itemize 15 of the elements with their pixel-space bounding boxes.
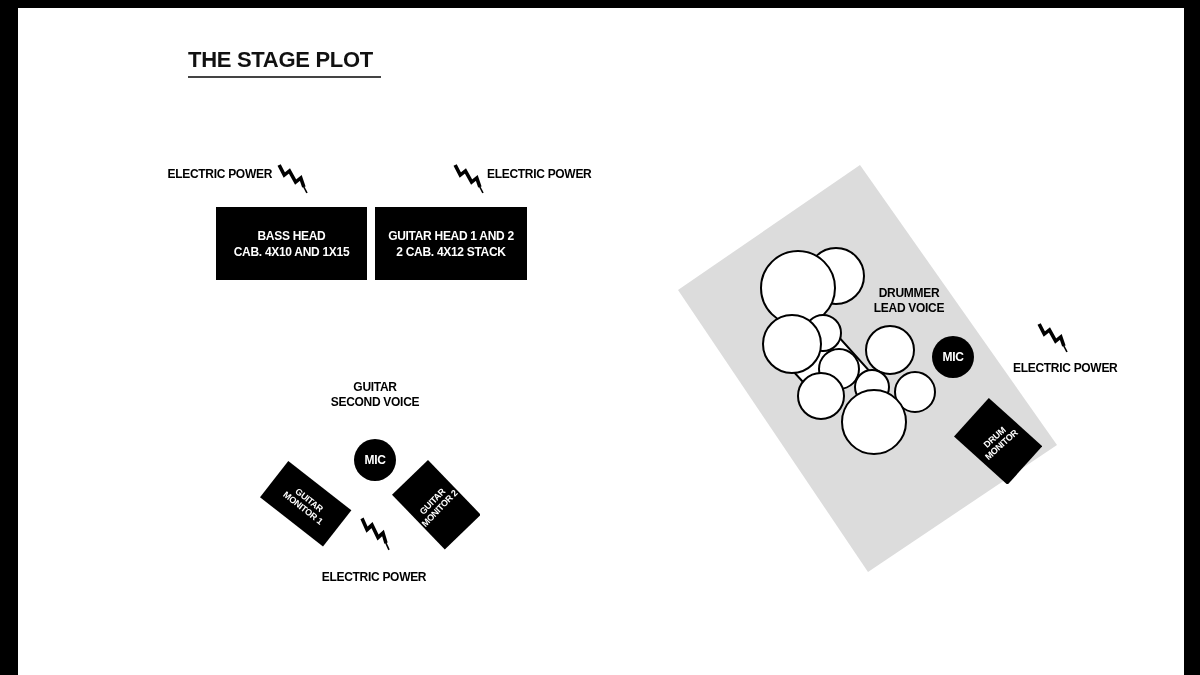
vocal-label: GUITAR SECOND VOICE <box>329 380 421 410</box>
amp-block <box>216 207 367 280</box>
amp-label: GUITAR HEAD 1 AND 2 <box>388 227 514 244</box>
mic-label: MIC <box>364 453 386 467</box>
plot-title: THE STAGE PLOT <box>188 47 381 78</box>
amp-block <box>375 207 527 280</box>
power-label: ELECTRIC POWER <box>321 570 427 584</box>
mic-label: MIC <box>942 350 964 364</box>
vocal-label: DRUMMER LEAD VOICE <box>872 286 946 316</box>
power-label: ELECTRIC POWER <box>487 167 592 181</box>
amp-label: CAB. 4X10 AND 1X15 <box>233 243 350 260</box>
amp-label: 2 CAB. 4X12 STACK <box>396 243 506 260</box>
power-label: ELECTRIC POWER <box>1013 361 1118 375</box>
power-label: ELECTRIC POWER <box>167 167 272 181</box>
amp-label: BASS HEAD <box>257 227 326 244</box>
